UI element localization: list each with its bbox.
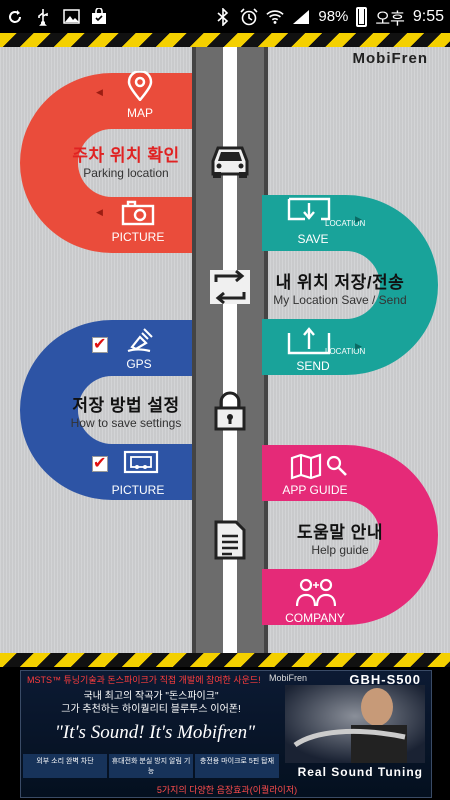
save-method-title-en: How to save settings bbox=[70, 416, 182, 430]
my-location-menu bbox=[262, 195, 438, 375]
hazard-stripe bbox=[0, 653, 450, 667]
sync-icon bbox=[6, 8, 24, 26]
banner-feature: 충전용 마이크로 5핀 탑재 bbox=[195, 754, 279, 778]
picture-frame-icon[interactable] bbox=[123, 450, 159, 479]
image-icon bbox=[62, 8, 80, 26]
shopping-bag-icon bbox=[90, 8, 108, 26]
lock-icon bbox=[208, 389, 252, 433]
banner-copy: 국내 최고의 작곡가 "돈스파이크" 그가 추천하는 하이퀄리티 블루투스 이어… bbox=[21, 690, 281, 716]
app-guide-button[interactable]: APP GUIDE bbox=[282, 483, 348, 497]
parking-location-menu bbox=[20, 73, 200, 253]
location-save-sub: LOCATION bbox=[325, 219, 366, 228]
transfer-arrows-icon bbox=[208, 265, 252, 309]
location-save-icon[interactable] bbox=[287, 197, 335, 232]
help-title-kr: 도움말 안내 bbox=[297, 523, 383, 542]
document-icon bbox=[208, 518, 252, 562]
road-decoration bbox=[192, 47, 268, 653]
status-bar: 98% 오후 9:55 bbox=[0, 0, 450, 33]
save-method-title-kr: 저장 방법 설정 bbox=[72, 396, 180, 415]
app-screen: MobiFren ◀ MAP 주차 위치 확인 Parking location bbox=[0, 33, 450, 653]
save-method-menu bbox=[20, 320, 200, 500]
banner-copy-line1: 국내 최고의 작곡가 "돈스파이크" bbox=[83, 691, 219, 702]
banner-feature: 휴대전화 분실 방지 알림 기능 bbox=[109, 754, 193, 778]
gps-button[interactable]: GPS bbox=[126, 357, 152, 371]
picture-checkbox[interactable] bbox=[92, 453, 108, 473]
satellite-icon[interactable] bbox=[124, 327, 154, 362]
alarm-icon bbox=[240, 7, 258, 26]
arrow-left-icon: ◀ bbox=[96, 87, 103, 97]
gps-checkbox[interactable] bbox=[92, 334, 108, 354]
banner-features: 외부 소리 완벽 차단 휴대전화 분실 방지 알림 기능 충전용 마이크로 5핀… bbox=[23, 754, 279, 778]
company-button[interactable]: COMPANY bbox=[285, 611, 345, 625]
location-send-sub: LOCATION bbox=[325, 347, 366, 356]
location-send-icon[interactable] bbox=[287, 325, 335, 360]
banner-copy-line2: 그가 추천하는 하이퀄리티 블루투스 이어폰! bbox=[61, 704, 241, 715]
help-title-en: Help guide bbox=[311, 543, 369, 557]
arrow-right-icon: ▶ bbox=[355, 214, 362, 224]
battery-percent: 98% bbox=[318, 8, 349, 25]
banner-model: GBH-S500 bbox=[349, 672, 421, 687]
parking-title-kr: 주차 위치 확인 bbox=[72, 146, 180, 165]
wifi-icon bbox=[266, 8, 285, 26]
brand-logo: MobiFren bbox=[352, 50, 428, 67]
bluetooth-icon bbox=[214, 7, 232, 26]
save-method-title[interactable]: 저장 방법 설정 How to save settings bbox=[56, 391, 196, 430]
help-title[interactable]: 도움말 안내 Help guide bbox=[280, 518, 400, 557]
usb-icon bbox=[34, 8, 52, 26]
advertisement-banner[interactable]: MSTS™ 튜닝기술과 돈스파이크가 직접 개발에 참여한 사운드! MobiF… bbox=[0, 653, 450, 800]
map-pin-icon[interactable] bbox=[127, 69, 153, 106]
save-button[interactable]: SAVE bbox=[297, 232, 329, 246]
hazard-stripe bbox=[0, 33, 450, 47]
banner-bottom-text: 5가지의 다양한 음장효과(이퀄라이저) bbox=[156, 785, 298, 795]
send-button[interactable]: SEND bbox=[296, 359, 330, 373]
arrow-left-icon: ◀ bbox=[96, 207, 103, 217]
banner-tagline: Real Sound Tuning bbox=[297, 765, 423, 779]
map-button[interactable]: MAP bbox=[126, 106, 153, 120]
guide-map-search-icon[interactable] bbox=[290, 453, 350, 486]
arrow-right-icon: ▶ bbox=[355, 341, 362, 351]
parking-title-en: Parking location bbox=[83, 166, 169, 180]
location-title-en: My Location Save / Send bbox=[273, 293, 407, 307]
banner-feature: 외부 소리 완벽 차단 bbox=[23, 754, 107, 778]
save-picture-button[interactable]: PICTURE bbox=[111, 483, 165, 497]
banner-top-text: MSTS™ 튜닝기술과 돈스파이크가 직접 개발에 참여한 사운드! bbox=[27, 675, 261, 685]
parking-title[interactable]: 주차 위치 확인 Parking location bbox=[56, 141, 196, 180]
clock-time: 9:55 bbox=[412, 7, 444, 25]
company-people-icon[interactable] bbox=[295, 578, 337, 613]
clock-ampm: 오후 bbox=[375, 10, 405, 28]
battery-icon bbox=[356, 6, 368, 27]
banner-brand: MobiFren bbox=[269, 673, 308, 683]
camera-icon[interactable] bbox=[121, 200, 155, 231]
location-title-kr: 내 위치 저장/전송 bbox=[275, 273, 405, 292]
car-icon bbox=[208, 139, 252, 183]
banner-slogan: "It's Sound! It's Mobifren" bbox=[54, 722, 256, 743]
location-title[interactable]: 내 위치 저장/전송 My Location Save / Send bbox=[270, 268, 410, 307]
banner-person-image bbox=[285, 685, 425, 763]
signal-icon bbox=[292, 8, 310, 26]
parking-picture-button[interactable]: PICTURE bbox=[111, 230, 165, 244]
